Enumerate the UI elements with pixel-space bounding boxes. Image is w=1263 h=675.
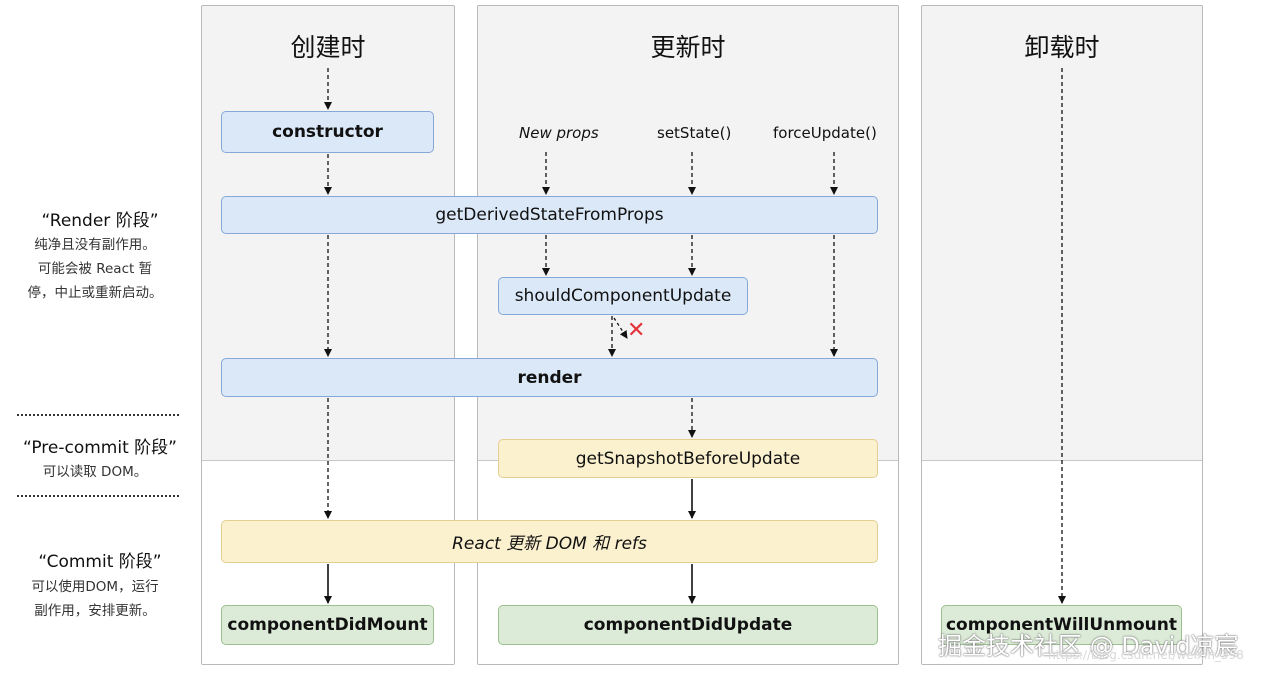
render-phase-desc-line: 纯净且没有副作用。	[34, 237, 156, 253]
phase-separator	[17, 414, 179, 416]
phase-separator	[17, 495, 179, 497]
column-title-update: 更新时	[650, 33, 726, 62]
trigger-new-props: New props	[519, 124, 599, 142]
commit-phase-title: “Commit 阶段”	[38, 552, 162, 572]
get-snapshot-before-update-box: getSnapshotBeforeUpdate	[498, 439, 878, 478]
render-phase-desc: 纯净且没有副作用。 可能会被 React 暂 停，中止或重新启动。	[0, 233, 190, 305]
cancel-x-icon: ✕	[627, 318, 646, 343]
commit-phase-desc-line: 副作用，安排更新。	[34, 603, 156, 619]
constructor-box: constructor	[221, 111, 434, 153]
arrow-scu-cancel	[613, 317, 628, 339]
column-title-unmount: 卸载时	[1024, 33, 1100, 62]
render-box: render	[221, 358, 878, 397]
trigger-set-state: setState()	[657, 124, 732, 142]
component-did-update-box: componentDidUpdate	[498, 605, 878, 645]
render-phase-desc-line: 停，中止或重新启动。	[27, 285, 163, 301]
get-derived-state-from-props-box: getDerivedStateFromProps	[221, 196, 878, 234]
should-component-update-box: shouldComponentUpdate	[498, 277, 748, 315]
render-phase-desc-line: 可能会被 React 暂	[37, 261, 153, 277]
react-updates-dom-box: React 更新 DOM 和 refs	[221, 520, 878, 563]
trigger-force-update: forceUpdate()	[773, 124, 877, 142]
precommit-phase-title: “Pre-commit 阶段”	[23, 438, 177, 458]
precommit-phase-desc: 可以读取 DOM。	[0, 460, 190, 484]
commit-phase-desc: 可以使用DOM，运行 副作用，安排更新。	[0, 575, 190, 623]
watermark: 掘金技术社区 @ David凉宸	[938, 632, 1239, 660]
watermark-url: https://blog.csdn.net/weixin_398	[1048, 648, 1244, 662]
precommit-phase-desc-line: 可以读取 DOM。	[42, 464, 148, 480]
commit-phase-desc-line: 可以使用DOM，运行	[31, 579, 159, 595]
component-will-unmount-box: componentWillUnmount	[941, 605, 1182, 645]
phase-divider	[202, 460, 454, 461]
component-did-mount-box: componentDidMount	[221, 605, 434, 645]
column-title-mount: 创建时	[290, 33, 366, 62]
render-phase-title: “Render 阶段”	[41, 211, 159, 231]
